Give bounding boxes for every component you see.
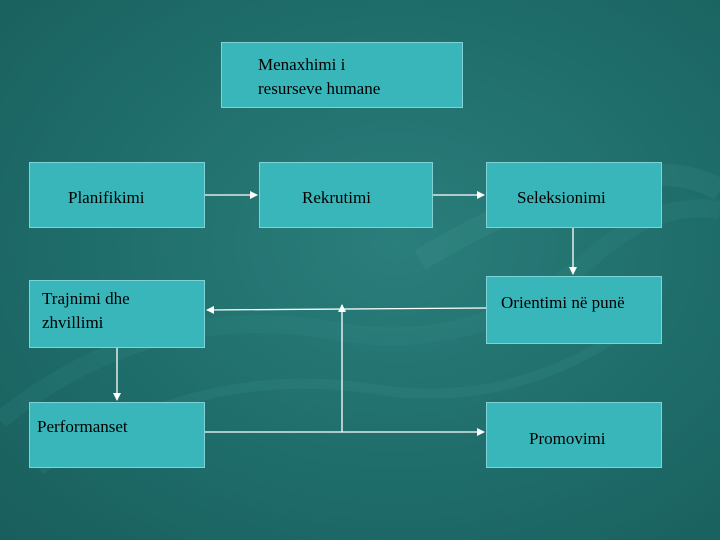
- performanset-label: Performanset: [37, 417, 128, 436]
- trajnimi-label: Trajnimi dhe zhvillimi: [42, 289, 130, 332]
- performanset-box: Performanset: [29, 402, 205, 468]
- planifikimi-box: Planifikimi: [29, 162, 205, 228]
- trajnimi-box: Trajnimi dhe zhvillimi: [29, 280, 205, 348]
- seleksionimi-box: Seleksionimi: [486, 162, 662, 228]
- seleksionimi-label: Seleksionimi: [517, 188, 606, 207]
- planifikimi-label: Planifikimi: [68, 188, 145, 207]
- hrm-box: Menaxhimi i resurseve humane: [221, 42, 463, 108]
- orientimi-box: Orientimi në punë: [486, 276, 662, 344]
- rekrutimi-box: Rekrutimi: [259, 162, 433, 228]
- hrm-label: Menaxhimi i resurseve humane: [258, 55, 381, 98]
- promovimi-label: Promovimi: [529, 429, 606, 448]
- rekrutimi-label: Rekrutimi: [302, 188, 371, 207]
- promovimi-box: Promovimi: [486, 402, 662, 468]
- arrow-orientimi-trajnimi: [206, 305, 487, 314]
- orientimi-label: Orientimi në punë: [501, 293, 625, 312]
